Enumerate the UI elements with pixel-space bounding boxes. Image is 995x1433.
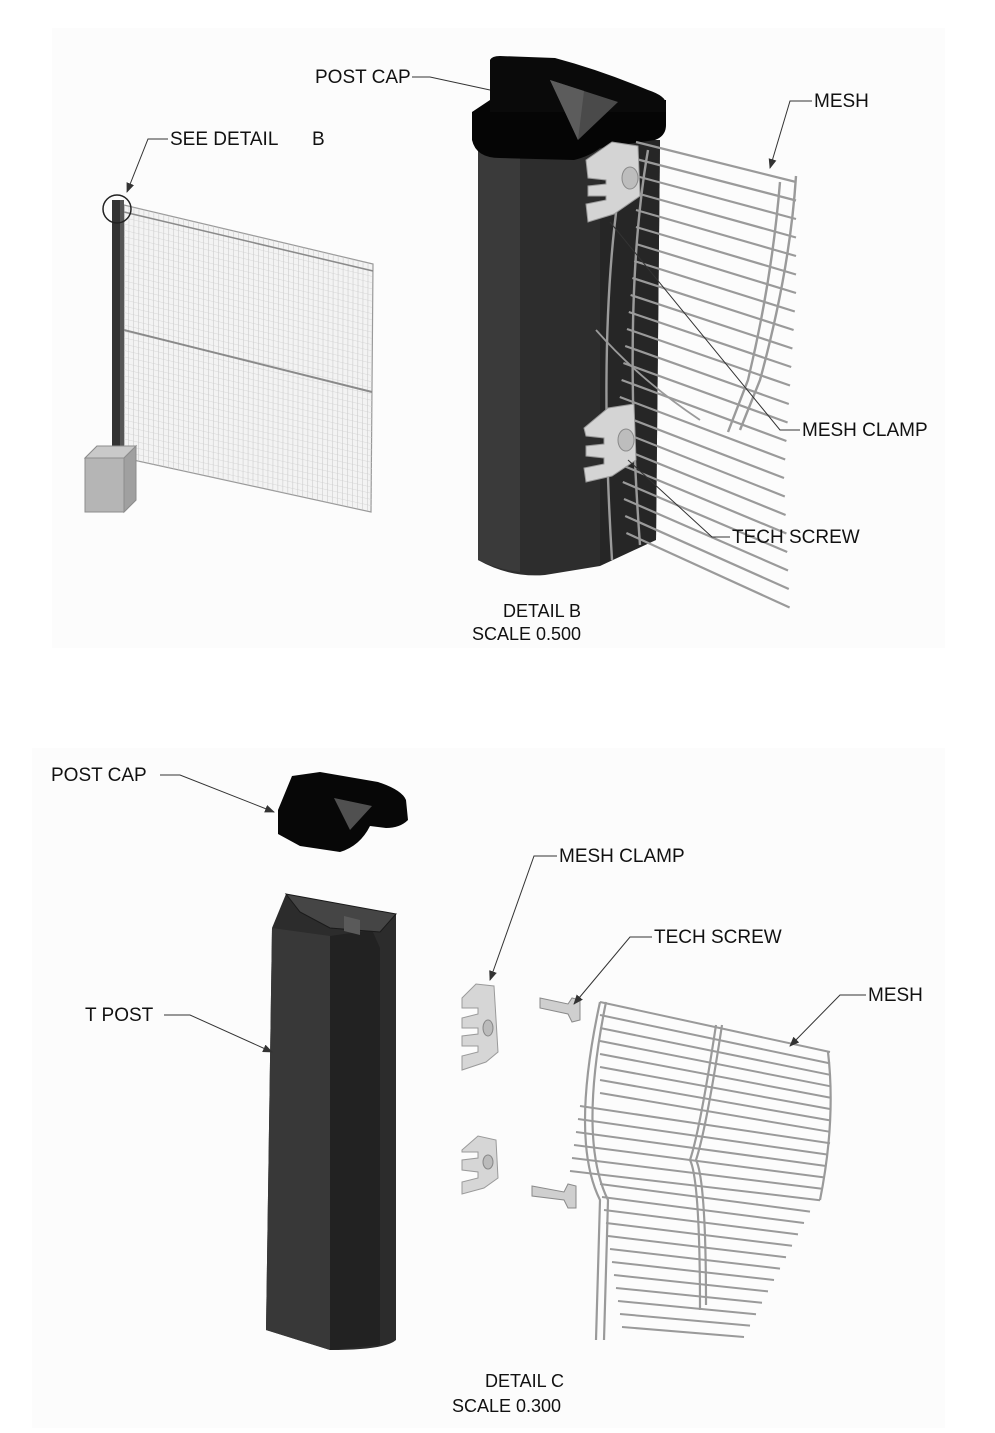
detail-b-label-see-detail-ref: B [312,129,325,150]
t-post [266,893,397,1350]
detail-b-label-tech-screw: TECH SCREW [732,527,860,548]
detail-b-label-post-cap: POST CAP [315,67,411,88]
detail-c-caption-title: DETAIL C [485,1371,565,1391]
detail-c-panel [32,748,945,1428]
detail-c-post-cap [278,772,408,852]
detail-c-label-tech-screw: TECH SCREW [654,927,782,948]
detail-b-leaders [126,76,812,538]
detail-c-leaders [160,774,866,1053]
detail-c-caption-scale: SCALE 0.300 [452,1396,562,1416]
detail-b-label-mesh-clamp: MESH CLAMP [802,420,928,441]
detail-b-mesh-clamp-upper [585,141,641,223]
detail-c-mesh-clamp-upper [461,983,499,1071]
detail-c-label-mesh-clamp: MESH CLAMP [559,846,685,867]
detail-c-label-t-post: T POST [85,1005,154,1026]
detail-c-label-mesh: MESH [868,985,923,1006]
detail-c-tech-screw-upper [539,997,581,1023]
overview-mesh-lines [123,206,373,511]
detail-c-tech-screw-lower [531,1183,577,1209]
detail-b-mesh-clamp-lower [583,403,637,483]
detail-b-callout-circle [102,194,132,224]
detail-c-mesh [569,1001,832,1341]
detail-b-caption-title: DETAIL B [503,601,582,621]
detail-b-label-see-detail: SEE DETAIL [170,129,279,150]
overview-fence [83,194,374,514]
overview-post [112,200,123,462]
detail-b-label-mesh: MESH [814,91,869,112]
detail-b-caption-scale: SCALE 0.500 [472,624,582,644]
detail-c-mesh-clamp-lower [461,1135,499,1195]
detail-c-post-cap-triangle-icon [334,798,372,830]
detail-b-mesh [595,140,798,609]
detail-c-label-post-cap: POST CAP [51,765,147,786]
